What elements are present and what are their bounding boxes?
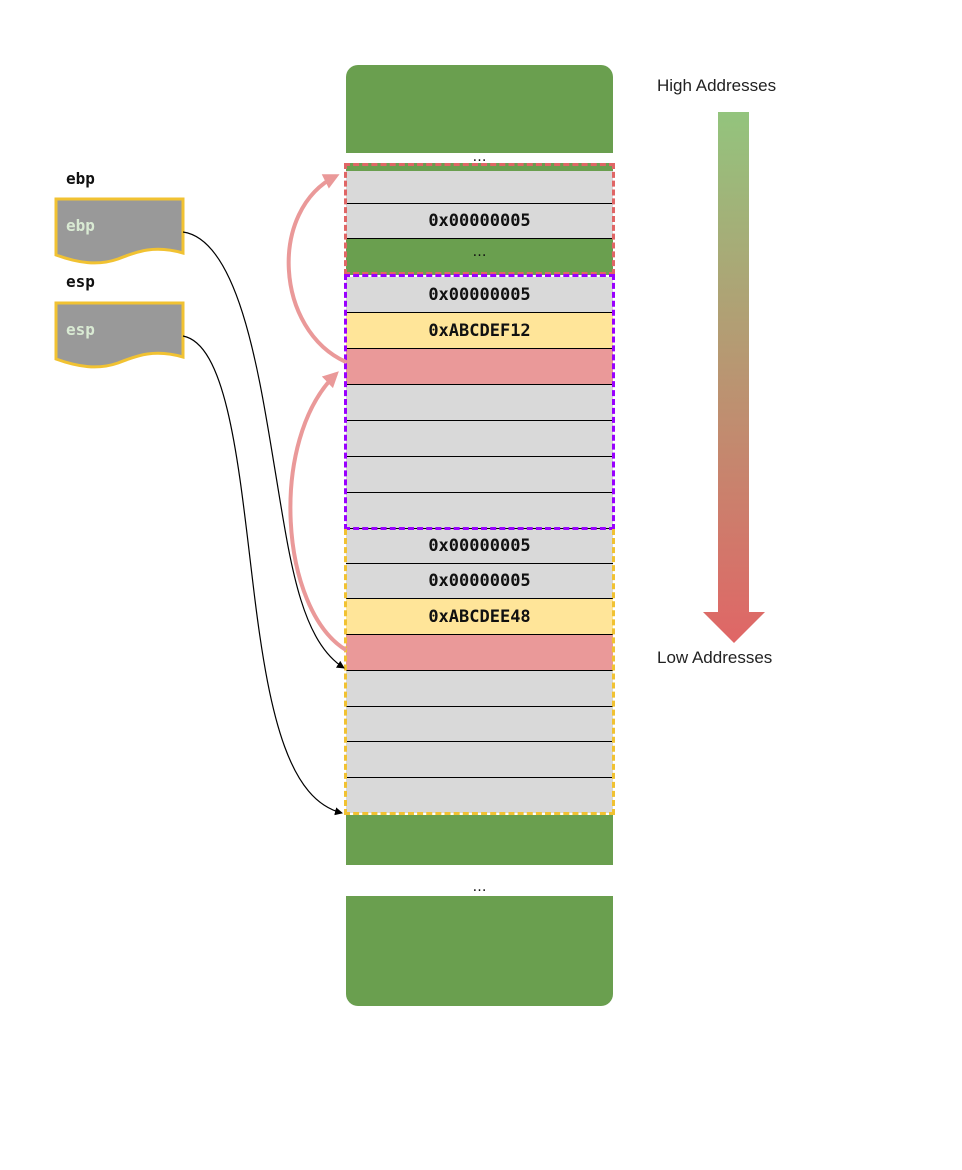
stack-top-ellipsis: … <box>472 149 487 165</box>
frame3-local-cell <box>346 707 613 742</box>
esp-label: esp <box>66 272 95 291</box>
frame3-return-address-cell: 0xABCDEE48 <box>346 599 613 635</box>
esp-pointer-arrow <box>182 335 343 816</box>
ebp-pointer-arrow <box>182 231 345 669</box>
ebp-label: ebp <box>66 169 95 188</box>
frame2-arg-cell: 0x00000005 <box>346 277 613 313</box>
frame1-value-cell: 0x00000005 <box>346 204 613 239</box>
ebp-register-value: ebp <box>66 216 95 235</box>
ebp-register-box: ebp <box>54 197 185 265</box>
frame1-ellipsis-cell <box>346 239 613 275</box>
frame2-local-cell <box>346 457 613 493</box>
frame3-outline <box>344 529 615 815</box>
frame3-local-cell <box>346 742 613 778</box>
frame2-local-cell <box>346 385 613 421</box>
frame3-local-cell <box>346 671 613 707</box>
stack-bottom-ellipsis: … <box>472 879 487 895</box>
stack-bottom-block <box>346 896 613 1006</box>
frame1-ellipsis: … <box>472 244 487 260</box>
frame3-saved-ebp-cell <box>346 635 613 671</box>
address-direction-arrow <box>703 112 765 643</box>
high-addresses-label: High Addresses <box>657 76 777 95</box>
esp-register-box: esp <box>54 301 185 369</box>
frame3-arg2-cell: 0x00000005 <box>346 564 613 599</box>
frame2-local-cell <box>346 421 613 457</box>
frame2-return-address-cell: 0xABCDEF12 <box>346 313 613 349</box>
stack-top-block <box>346 65 613 153</box>
saved-ebp-link-arrow <box>288 371 348 652</box>
frame2-saved-ebp-cell <box>346 349 613 385</box>
frame3-arg1-cell: 0x00000005 <box>346 529 613 564</box>
frame2-outline <box>344 274 615 530</box>
esp-register-value: esp <box>66 320 95 339</box>
low-addresses-label: Low Addresses <box>657 648 773 667</box>
frame1-top-strip <box>346 163 613 171</box>
frame1-outline <box>344 163 615 275</box>
saved-ebp-link-arrow <box>286 174 347 364</box>
frame3-local-cell <box>346 778 613 813</box>
frame1-saved-ebp-cell <box>346 171 613 204</box>
stack-lower-block <box>346 815 613 865</box>
